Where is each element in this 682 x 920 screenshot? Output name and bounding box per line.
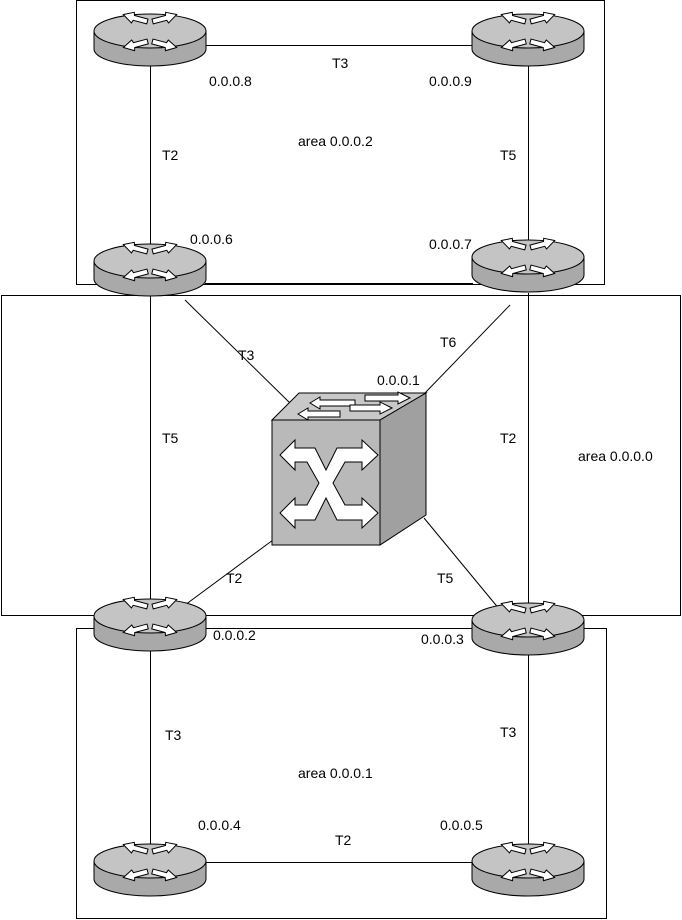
link-label-r6-switch: T3 — [238, 347, 255, 363]
link-label-r7-switch: T6 — [440, 334, 457, 350]
area-0.0.0.0-box — [1, 295, 681, 616]
router-label-0.0.0.6: 0.0.0.6 — [190, 231, 233, 247]
router-0.0.0.5-icon[interactable] — [471, 839, 585, 897]
area-label-0.0.0.1: area 0.0.0.1 — [298, 765, 373, 781]
link-r2-switch — [184, 539, 274, 606]
area-label-0.0.0.0: area 0.0.0.0 — [578, 448, 653, 464]
links — [150, 45, 529, 863]
link-label-r4-r5: T2 — [335, 832, 352, 848]
router-label-0.0.0.8: 0.0.0.8 — [209, 73, 252, 89]
link-label-r9-r7: T5 — [500, 147, 517, 163]
link-label-r3-switch: T5 — [437, 570, 454, 586]
link-label-r3-r5: T3 — [500, 724, 517, 740]
router-0.0.0.2-icon[interactable] — [93, 594, 207, 652]
router-0.0.0.6-icon[interactable] — [93, 239, 207, 297]
link-label-r6-r2: T5 — [162, 430, 179, 446]
router-0.0.0.9-icon[interactable] — [471, 9, 585, 67]
area-0.0.0.2-box — [76, 0, 605, 285]
link-label-r8-r6: T2 — [162, 147, 179, 163]
link-r3-switch — [423, 517, 501, 611]
router-label-0.0.0.3: 0.0.0.3 — [421, 631, 464, 647]
router-label-0.0.0.5: 0.0.0.5 — [440, 817, 483, 833]
link-label-r2-switch: T2 — [226, 570, 243, 586]
link-label-r2-r4: T3 — [165, 727, 182, 743]
link-r6-switch — [184, 299, 293, 406]
router-0.0.0.8-icon[interactable] — [93, 9, 207, 67]
router-0.0.0.7-icon[interactable] — [471, 235, 585, 293]
link-label-r8-r9: T3 — [332, 55, 349, 71]
router-label-0.0.0.7: 0.0.0.7 — [429, 236, 472, 252]
router-label-0.0.0.4: 0.0.0.4 — [198, 817, 241, 833]
switch-icon[interactable] — [270, 391, 428, 546]
link-label-r7-r3: T2 — [500, 430, 517, 446]
router-0.0.0.3-icon[interactable] — [471, 598, 585, 656]
link-r7-switch — [423, 304, 511, 395]
router-label-0.0.0.2: 0.0.0.2 — [213, 627, 256, 643]
router-label-0.0.0.9: 0.0.0.9 — [429, 73, 472, 89]
area-label-0.0.0.2: area 0.0.0.2 — [298, 133, 373, 149]
switch-label-0.0.0.1: 0.0.0.1 — [377, 372, 420, 388]
router-0.0.0.4-icon[interactable] — [93, 839, 207, 897]
